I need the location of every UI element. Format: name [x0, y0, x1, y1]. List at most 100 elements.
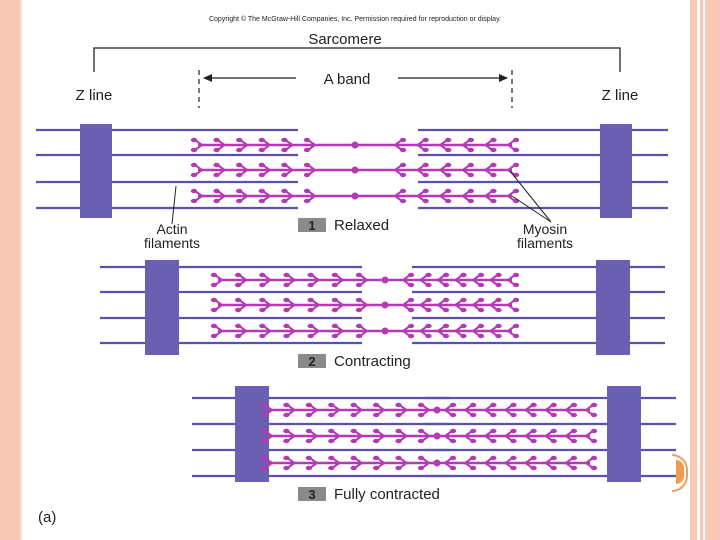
myosin-head — [449, 402, 457, 408]
actin-pointer — [171, 185, 177, 225]
myosin-head — [305, 465, 313, 471]
myosin-head — [331, 307, 339, 313]
myosin-head — [417, 402, 425, 408]
myosin-head — [417, 465, 425, 471]
myosin-head — [477, 272, 485, 278]
myosin-head — [510, 402, 517, 408]
myosin-head — [417, 412, 425, 418]
myosin-head — [449, 438, 457, 444]
myosin-head — [258, 162, 265, 168]
myosin-head — [422, 188, 429, 194]
myosin-head — [495, 333, 502, 339]
myosin-head — [190, 137, 198, 143]
myosin-head — [303, 137, 311, 143]
myosin-head — [350, 455, 357, 461]
myosin-head — [590, 412, 598, 418]
myosin-head — [399, 147, 407, 153]
m-line-dot — [433, 459, 441, 467]
myosin-head — [281, 162, 288, 168]
myosin-head — [305, 438, 313, 444]
myosin-head — [210, 323, 218, 329]
myosin-head — [510, 455, 517, 461]
myosin-head — [467, 198, 474, 204]
myosin-head — [407, 307, 415, 313]
myosin-head — [467, 137, 474, 143]
myosin-head — [281, 172, 288, 178]
myosin-head — [512, 272, 520, 278]
myosin-head — [399, 137, 407, 143]
myosin-label-line2: filaments — [517, 235, 573, 251]
myosin-head — [236, 162, 243, 168]
myosin-head — [355, 297, 363, 303]
myosin-head — [422, 147, 429, 153]
myosin-head — [234, 282, 242, 288]
myosin-head — [460, 297, 467, 303]
myosin-head — [331, 297, 339, 303]
myosin-head — [469, 428, 477, 434]
myosin-head — [490, 455, 497, 461]
myosin-head — [259, 323, 266, 329]
myosin-head — [407, 282, 415, 288]
myosin-head — [259, 307, 266, 313]
myosin-head — [445, 137, 452, 143]
myosin-head — [283, 323, 290, 329]
myosin-head — [512, 297, 520, 303]
myosin-head — [407, 333, 415, 339]
slide-frame-left — [0, 0, 20, 540]
z-line-right-label: Z line — [602, 87, 639, 104]
myosin-head — [490, 188, 497, 194]
myosin-head — [305, 428, 313, 434]
myosin-head — [283, 333, 290, 339]
myosin-head — [460, 272, 467, 278]
myosin-head — [422, 162, 429, 168]
myosin-head — [467, 147, 474, 153]
myosin-head — [570, 412, 578, 418]
myosin-head — [512, 162, 520, 168]
actin-label-line1: Actin — [156, 221, 187, 237]
myosin-head — [213, 162, 220, 168]
myosin-head — [236, 137, 243, 143]
myosin-head — [590, 428, 598, 434]
myosin-head — [442, 333, 450, 339]
z-disc-right — [596, 260, 630, 355]
myosin-head — [590, 438, 598, 444]
myosin-head — [417, 455, 425, 461]
myosin-head — [260, 412, 268, 418]
myosin-head — [331, 323, 339, 329]
myosin-head — [210, 297, 218, 303]
myosin-head — [307, 333, 314, 339]
myosin-head — [477, 323, 485, 329]
myosin-head — [259, 333, 266, 339]
myosin-head — [407, 272, 415, 278]
myosin-head — [213, 147, 220, 153]
myosin-head — [510, 412, 517, 418]
myosin-head — [236, 172, 243, 178]
myosin-head — [460, 333, 467, 339]
myosin-head — [512, 333, 520, 339]
myosin-head — [550, 438, 557, 444]
myosin-head — [372, 465, 380, 471]
myosin-head — [283, 428, 290, 434]
myosin-head — [460, 307, 467, 313]
myosin-head — [236, 188, 243, 194]
myosin-head — [512, 137, 520, 143]
myosin-head — [283, 412, 290, 418]
myosin-head — [490, 428, 497, 434]
myosin-head — [213, 198, 220, 204]
myosin-head — [305, 402, 313, 408]
myosin-head — [530, 438, 537, 444]
myosin-head — [260, 428, 268, 434]
m-line-dot — [351, 141, 359, 149]
myosin-head — [445, 162, 452, 168]
myosin-head — [469, 402, 477, 408]
myosin-head — [372, 412, 380, 418]
myosin-head — [283, 465, 290, 471]
stage-2-label: Contracting — [334, 353, 411, 370]
slide-frame-right-stripe — [697, 0, 700, 540]
myosin-head — [283, 272, 290, 278]
myosin-head — [550, 465, 557, 471]
myosin-head — [355, 307, 363, 313]
myosin-head — [570, 402, 578, 408]
z-disc-left — [80, 124, 112, 218]
myosin-head — [307, 297, 314, 303]
